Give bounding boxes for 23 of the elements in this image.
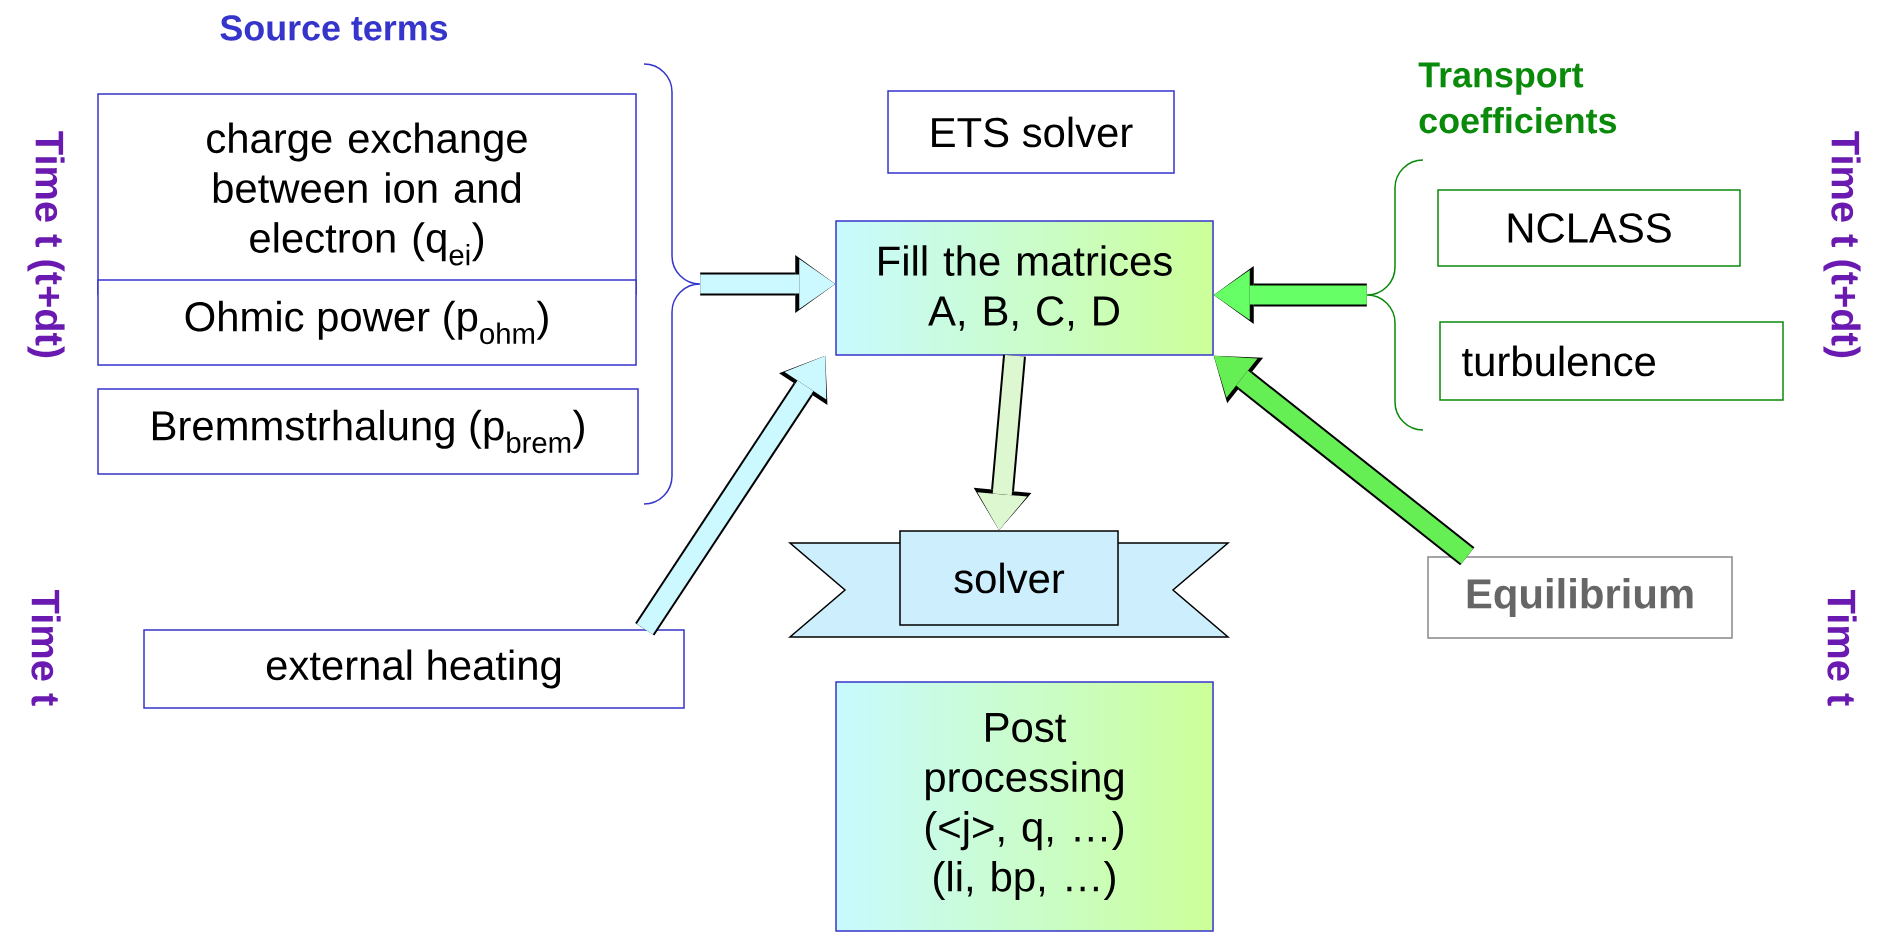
arrow [1213, 355, 1475, 566]
scroll-banner: solver [787, 530, 1231, 638]
side-label: Time t [1827, 590, 1857, 706]
text-box: Ohmic power (p$_{ohm}$) [97, 279, 637, 366]
text-box: turbulence [1439, 321, 1784, 401]
arrow [700, 255, 836, 313]
heading: Transport coefficients [1418, 62, 1617, 134]
side-label: Time t (t+dt) [1823, 131, 1861, 358]
text-box: Bremmstrhalung (p$_{brem}$) [97, 388, 639, 475]
brace [643, 63, 701, 505]
arrow [1213, 266, 1367, 324]
text-box: external heating [143, 629, 685, 709]
text-box: NCLASS [1437, 189, 1741, 267]
heading: Source terms [220, 15, 448, 41]
side-label: Time t (t+dt) [27, 131, 65, 358]
text-box: ETS solver [887, 90, 1175, 174]
arrow [973, 354, 1032, 531]
text-box: Equilibrium [1427, 556, 1733, 639]
text-box: Post processing (<j>, q, …) (li, bp, …) [835, 681, 1214, 932]
brace [1366, 159, 1424, 431]
side-label: Time t [31, 590, 61, 706]
text-box: Fill the matrices A, B, C, D [835, 220, 1214, 356]
arrow [635, 355, 828, 636]
